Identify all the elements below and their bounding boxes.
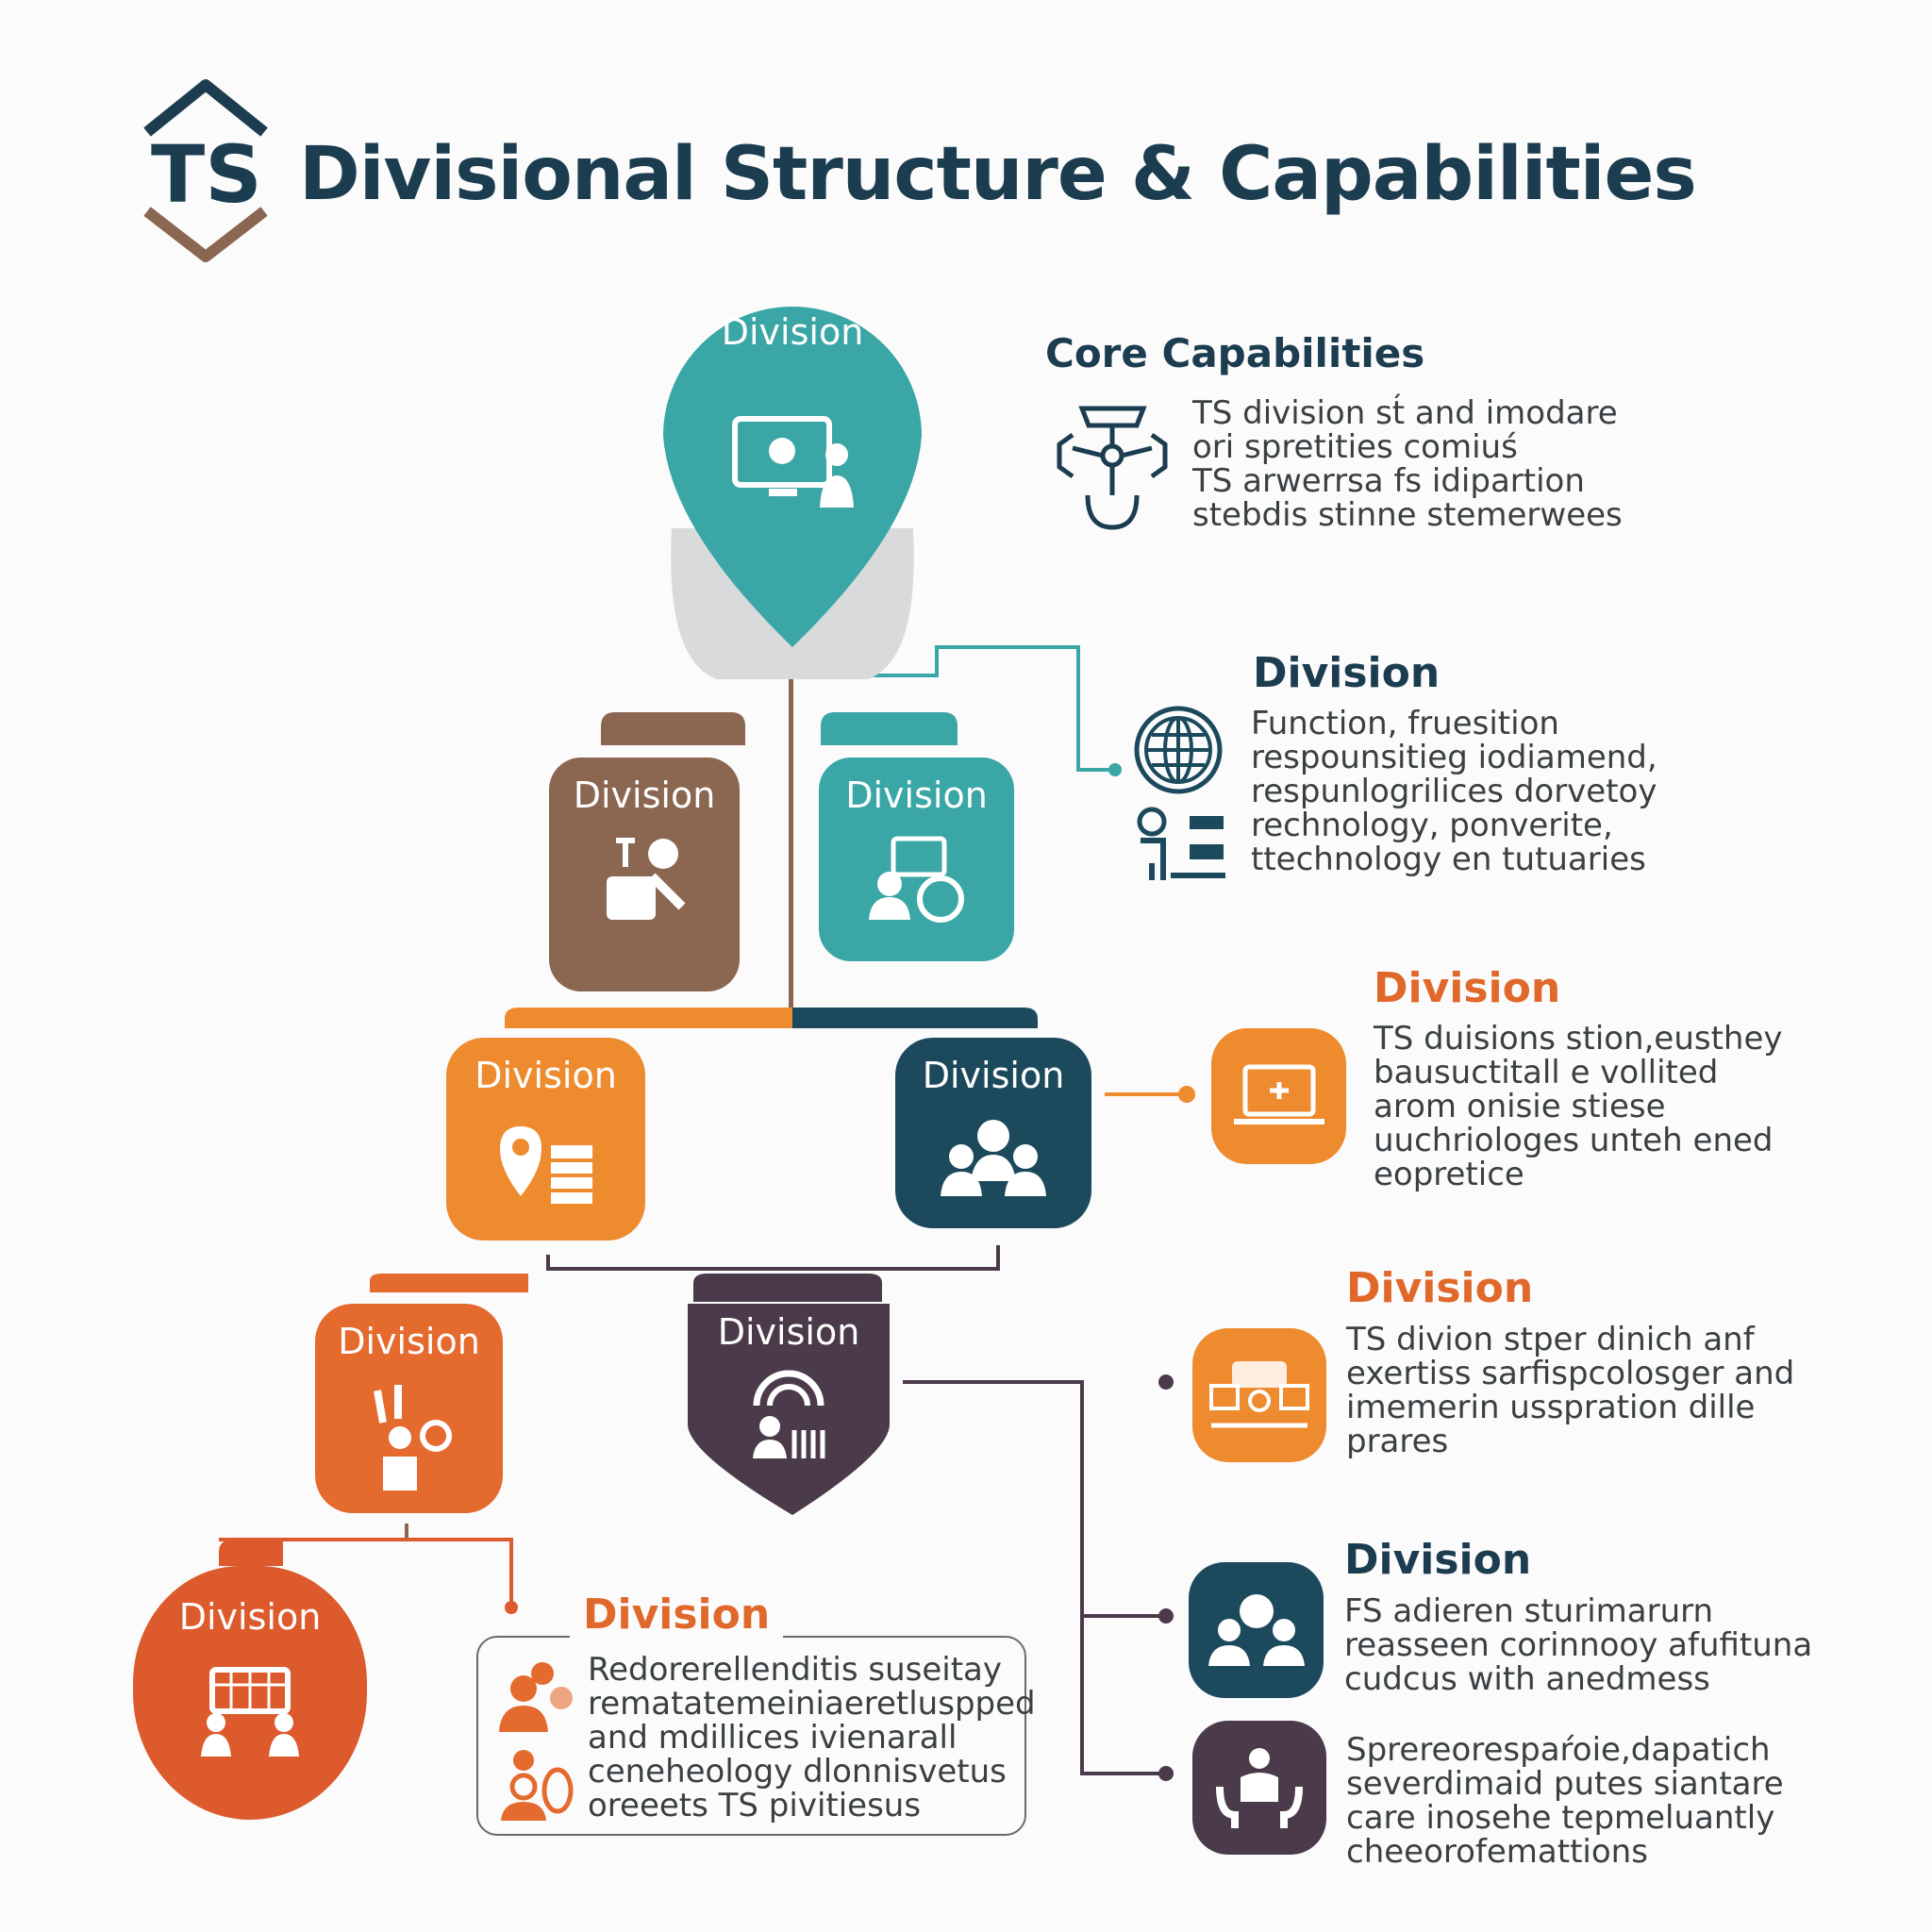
team-icon <box>1189 1562 1324 1698</box>
division-heading: Division <box>1346 1264 1534 1312</box>
division-node-teal[interactable]: Division <box>819 758 1014 961</box>
division-label: Division <box>475 1055 617 1096</box>
division-heading: Division <box>1344 1536 1532 1584</box>
division-label: Division <box>845 774 988 816</box>
division-label: Division <box>717 1311 860 1353</box>
group-icon <box>941 1120 1046 1196</box>
core-capabilities-heading: Core Capabilities <box>1045 330 1425 376</box>
computer-user-icon <box>732 416 854 508</box>
division-node-red[interactable]: Division <box>133 1566 367 1820</box>
training-icon <box>201 1667 299 1757</box>
division-label: Division <box>573 774 716 816</box>
globe-icon <box>1134 706 1223 794</box>
laptop-icon <box>1211 1028 1346 1164</box>
network-team-icon <box>753 1370 825 1458</box>
community-icon <box>373 1385 452 1491</box>
users-icon <box>499 1662 573 1732</box>
person-list-icon <box>1137 807 1225 880</box>
division-heading: Division <box>1374 964 1561 1012</box>
division-heading: Division <box>570 1591 784 1639</box>
division-node-red-orange[interactable]: Division <box>315 1304 503 1513</box>
ts-logo <box>143 79 268 262</box>
page-title: Divisional Structure & Capabilities <box>299 132 1697 217</box>
division-node-dark-teal[interactable]: Division <box>895 1038 1091 1228</box>
top-division-label: Division <box>721 311 864 353</box>
division-label: Division <box>922 1055 1065 1096</box>
division-heading: Division <box>1253 649 1441 697</box>
trunk-line <box>789 651 793 1009</box>
division-label: Division <box>178 1596 322 1638</box>
division-label: Division <box>338 1321 480 1362</box>
gear-network-icon <box>1057 406 1168 530</box>
support-hands-icon <box>1192 1721 1326 1855</box>
worker-icon <box>607 838 686 920</box>
logo-text: TS <box>151 128 262 221</box>
division-node-brown[interactable]: Division <box>549 758 740 991</box>
division-node-orange[interactable]: Division <box>446 1038 645 1241</box>
team-presentation-icon <box>868 836 964 923</box>
workstations-icon <box>1192 1328 1326 1462</box>
location-building-icon <box>499 1126 592 1204</box>
family-icon <box>501 1750 574 1821</box>
